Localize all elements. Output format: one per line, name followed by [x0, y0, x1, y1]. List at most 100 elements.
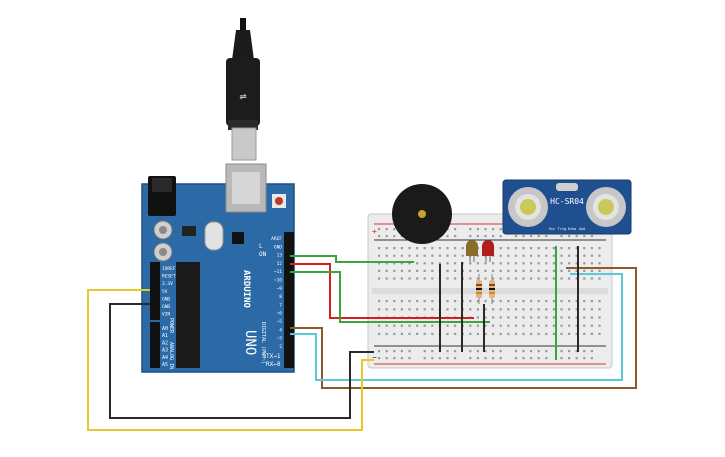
breadboard-hole[interactable]	[499, 332, 502, 335]
breadboard-hole[interactable]	[522, 269, 525, 272]
breadboard-hole[interactable]	[469, 277, 472, 280]
breadboard-hole[interactable]	[454, 300, 457, 303]
breadboard-hole[interactable]	[484, 316, 487, 319]
resistor-1[interactable]	[476, 274, 482, 304]
breadboard-hole[interactable]	[598, 269, 601, 272]
breadboard-hole[interactable]	[545, 235, 548, 238]
usb-cable[interactable]: ⇌	[226, 18, 260, 161]
breadboard-hole[interactable]	[492, 316, 495, 319]
breadboard-hole[interactable]	[507, 308, 510, 311]
breadboard-hole[interactable]	[484, 235, 487, 238]
wire-black-gnd[interactable]	[109, 303, 374, 419]
breadboard-hole[interactable]	[575, 332, 578, 335]
breadboard-hole[interactable]	[476, 300, 479, 303]
breadboard-hole[interactable]	[530, 235, 533, 238]
breadboard-hole[interactable]	[431, 324, 434, 327]
breadboard-hole[interactable]	[530, 308, 533, 311]
breadboard-hole[interactable]	[522, 332, 525, 335]
breadboard-hole[interactable]	[416, 300, 419, 303]
breadboard-hole[interactable]	[484, 262, 487, 265]
breadboard-hole[interactable]	[484, 324, 487, 327]
breadboard-hole[interactable]	[545, 357, 548, 360]
breadboard-hole[interactable]	[499, 228, 502, 231]
breadboard-hole[interactable]	[385, 254, 388, 257]
breadboard-hole[interactable]	[476, 228, 479, 231]
breadboard-hole[interactable]	[431, 262, 434, 265]
breadboard-hole[interactable]	[568, 316, 571, 319]
breadboard-hole[interactable]	[492, 357, 495, 360]
breadboard-hole[interactable]	[499, 324, 502, 327]
breadboard-hole[interactable]	[499, 316, 502, 319]
breadboard-hole[interactable]	[416, 308, 419, 311]
breadboard-hole[interactable]	[514, 324, 517, 327]
breadboard-hole[interactable]	[560, 235, 563, 238]
breadboard-hole[interactable]	[514, 254, 517, 257]
breadboard-hole[interactable]	[545, 350, 548, 353]
breadboard-hole[interactable]	[590, 316, 593, 319]
breadboard-hole[interactable]	[385, 350, 388, 353]
breadboard-hole[interactable]	[530, 277, 533, 280]
breadboard-hole[interactable]	[476, 332, 479, 335]
breadboard-hole[interactable]	[393, 300, 396, 303]
breadboard-hole[interactable]	[408, 308, 411, 311]
breadboard-hole[interactable]	[530, 332, 533, 335]
breadboard-hole[interactable]	[446, 357, 449, 360]
power-header[interactable]	[150, 262, 160, 320]
breadboard-hole[interactable]	[476, 235, 479, 238]
breadboard-hole[interactable]	[469, 324, 472, 327]
breadboard-hole[interactable]	[583, 269, 586, 272]
breadboard-hole[interactable]	[393, 350, 396, 353]
breadboard-hole[interactable]	[545, 277, 548, 280]
breadboard-hole[interactable]	[545, 254, 548, 257]
breadboard-hole[interactable]	[416, 332, 419, 335]
breadboard-hole[interactable]	[400, 254, 403, 257]
breadboard-hole[interactable]	[492, 324, 495, 327]
breadboard-hole[interactable]	[583, 308, 586, 311]
breadboard-hole[interactable]	[469, 357, 472, 360]
breadboard-hole[interactable]	[514, 300, 517, 303]
breadboard-hole[interactable]	[568, 357, 571, 360]
breadboard-hole[interactable]	[590, 235, 593, 238]
breadboard-hole[interactable]	[507, 269, 510, 272]
breadboard-hole[interactable]	[469, 235, 472, 238]
breadboard-hole[interactable]	[378, 332, 381, 335]
breadboard-hole[interactable]	[552, 247, 555, 250]
breadboard-hole[interactable]	[484, 277, 487, 280]
breadboard-hole[interactable]	[514, 332, 517, 335]
breadboard-hole[interactable]	[408, 357, 411, 360]
breadboard-hole[interactable]	[378, 262, 381, 265]
breadboard-hole[interactable]	[484, 300, 487, 303]
breadboard-hole[interactable]	[575, 300, 578, 303]
breadboard-hole[interactable]	[461, 247, 464, 250]
breadboard-hole[interactable]	[393, 262, 396, 265]
breadboard-hole[interactable]	[423, 262, 426, 265]
breadboard-hole[interactable]	[393, 324, 396, 327]
breadboard-hole[interactable]	[575, 316, 578, 319]
breadboard-hole[interactable]	[423, 247, 426, 250]
breadboard-hole[interactable]	[590, 269, 593, 272]
breadboard-hole[interactable]	[400, 357, 403, 360]
breadboard-hole[interactable]	[492, 269, 495, 272]
breadboard-hole[interactable]	[385, 357, 388, 360]
breadboard-hole[interactable]	[431, 277, 434, 280]
breadboard-hole[interactable]	[507, 332, 510, 335]
breadboard-hole[interactable]	[469, 332, 472, 335]
breadboard-hole[interactable]	[385, 332, 388, 335]
breadboard-hole[interactable]	[438, 357, 441, 360]
breadboard-hole[interactable]	[560, 247, 563, 250]
breadboard-hole[interactable]	[575, 235, 578, 238]
breadboard-hole[interactable]	[575, 324, 578, 327]
led-red[interactable]	[482, 240, 494, 262]
breadboard-hole[interactable]	[484, 357, 487, 360]
breadboard-hole[interactable]	[423, 308, 426, 311]
breadboard-hole[interactable]	[545, 269, 548, 272]
breadboard-hole[interactable]	[590, 357, 593, 360]
breadboard-hole[interactable]	[507, 277, 510, 280]
wire-brown-echo[interactable]	[290, 267, 637, 389]
breadboard-hole[interactable]	[575, 262, 578, 265]
breadboard-hole[interactable]	[583, 350, 586, 353]
breadboard-hole[interactable]	[416, 262, 419, 265]
breadboard-hole[interactable]	[552, 277, 555, 280]
breadboard-hole[interactable]	[514, 308, 517, 311]
breadboard-hole[interactable]	[484, 308, 487, 311]
